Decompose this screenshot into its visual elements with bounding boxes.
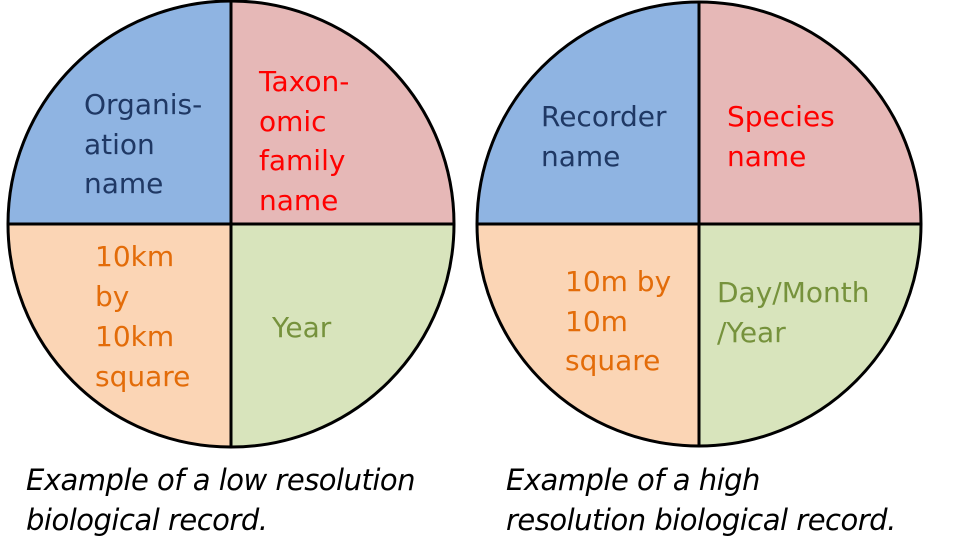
- high-res-quadrant-top-left: [477, 2, 699, 224]
- high-res-caption-line-2: resolution biological record.: [506, 503, 896, 537]
- low-res-top-left-label: Organis- ation name: [84, 88, 211, 200]
- high-res-quadrant-bottom-right: [699, 224, 921, 446]
- low-res-quadrant-top-left: [8, 1, 231, 224]
- high-res-caption: Example of a high resolution biological …: [506, 460, 896, 540]
- low-res-quadrant-top-right: [231, 1, 454, 224]
- low-res-top-right-label: Taxon- omic family name: [258, 65, 358, 217]
- low-res-bottom-right-label: Year: [271, 311, 332, 344]
- high-res-quadrant-top-right: [699, 2, 921, 224]
- high-res-caption-line-1: Example of a high: [506, 463, 760, 497]
- high-res-top-right-label: Species name: [727, 100, 844, 173]
- high-res-bottom-right-label: Day/Month /Year: [717, 276, 878, 349]
- high-res-top-left-label: Recorder name: [541, 100, 675, 173]
- high-res-quadrant-bottom-left: [477, 224, 699, 446]
- low-res-quadrant-bottom-left: [8, 224, 231, 447]
- low-res-quadrant-bottom-right: [231, 224, 454, 447]
- low-res-caption-line-2: biological record.: [26, 503, 268, 537]
- low-res-caption: Example of a low resolution biological r…: [26, 460, 416, 540]
- high-res-bottom-left-label: 10m by 10m square: [565, 265, 680, 377]
- low-res-bottom-left-label: 10km by 10km square: [95, 240, 190, 393]
- low-res-caption-line-1: Example of a low resolution: [26, 463, 416, 497]
- high-res-pie: Recorder name Species name 10m by 10m sq…: [475, 0, 923, 448]
- low-res-pie: Organis- ation name Taxon- omic family n…: [6, 0, 456, 449]
